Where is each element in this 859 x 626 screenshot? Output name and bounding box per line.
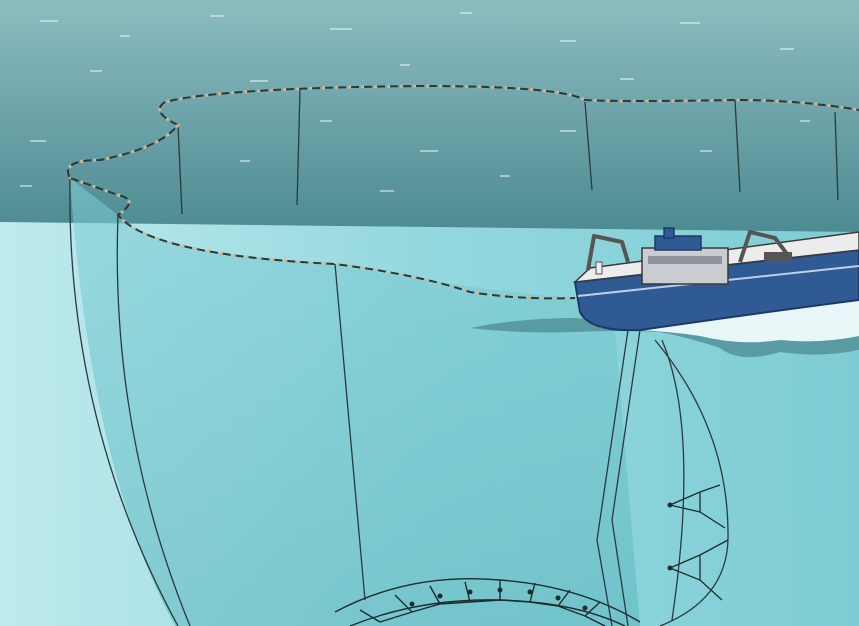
boat-winch-rear (764, 252, 792, 262)
boat-cabin-windows (648, 256, 722, 264)
boat-cabin (642, 248, 728, 284)
boat-winch (596, 262, 602, 274)
boat-wheelhouse (655, 236, 701, 250)
boat-mast-top (664, 228, 674, 238)
sea-surface (0, 0, 859, 232)
